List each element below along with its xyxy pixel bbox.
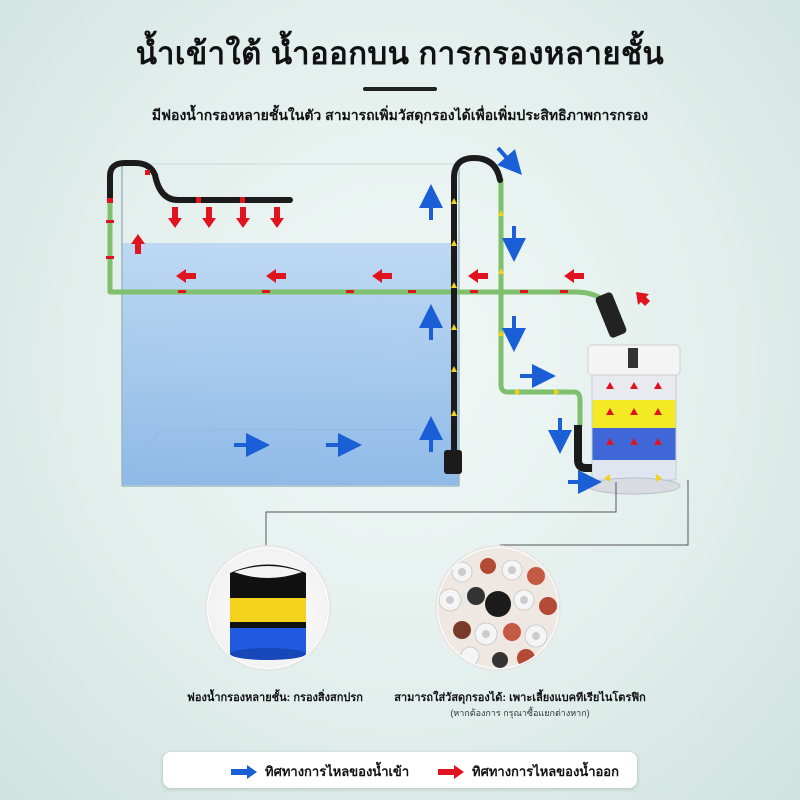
- sponge-caption: ฟองน้ำกรองหลายชั้น: กรองสิ่งสกปรก: [187, 692, 363, 704]
- filter-media-detail: [435, 545, 561, 671]
- canister-filter: [574, 292, 681, 495]
- spray-bar: [107, 160, 293, 203]
- inflow-arrows: [234, 146, 602, 494]
- aquarium-tank: [121, 163, 460, 487]
- media-caption: สามารถใส่วัสดุกรองได้: เพาะเลี้ยงแบคทีเร…: [394, 692, 646, 704]
- page-title: น้ำเข้าใต้ น้ำออกบน การกรองหลายชั้น: [135, 36, 665, 71]
- intake-tube: [444, 154, 503, 474]
- legend-inflow-label: ทิศทางการไหลของน้ำเข้า: [265, 764, 410, 779]
- flow-legend: ทิศทางการไหลของน้ำเข้า ทิศทางการไหลของน้…: [163, 752, 637, 788]
- outflow-arrows: [131, 207, 650, 306]
- spray-bar-joints: [107, 170, 245, 203]
- return-pipe-markers: [106, 220, 568, 293]
- canister-flow-arrows: [606, 382, 662, 445]
- media-note: (หากต้องการ กรุณาซื้อแยกต่างหาก): [450, 708, 590, 718]
- red-arrow-icon: [438, 764, 464, 779]
- legend-outflow-label: ทิศทางการไหลของน้ำออก: [472, 764, 619, 779]
- legend-outflow: ทิศทางการไหลของน้ำออก: [438, 761, 619, 782]
- intake-flow-dots: [451, 198, 560, 416]
- sponge-detail: [205, 545, 331, 671]
- page-subtitle: มีฟองน้ำกรองหลายชั้นในตัว สามารถเพิ่มวัส…: [151, 107, 649, 123]
- blue-arrow-icon: [231, 764, 257, 779]
- legend-inflow: ทิศทางการไหลของน้ำเข้า: [231, 761, 409, 782]
- title-underline: [363, 87, 437, 91]
